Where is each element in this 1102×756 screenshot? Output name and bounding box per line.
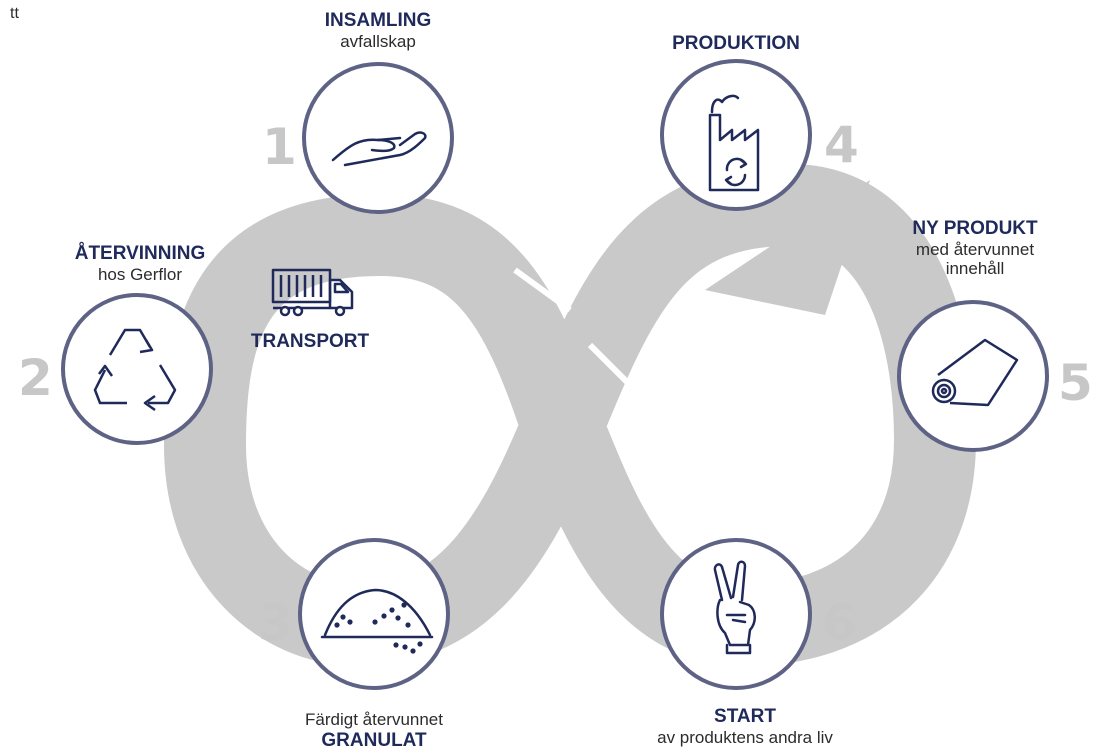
step-label-atervinning: ÅTERVINNING hos Gerflor xyxy=(40,243,240,284)
step-title: START xyxy=(714,706,776,727)
flooring-roll-icon xyxy=(931,338,1019,407)
loop-arrow-head xyxy=(705,180,870,315)
step-circle-2 xyxy=(61,293,213,445)
step-label-insamling: INSAMLING avfallskap xyxy=(293,10,463,51)
step-title: INSAMLING xyxy=(324,10,432,31)
step-number-5: 5 xyxy=(1058,354,1093,412)
step-title: NY PRODUKT xyxy=(912,218,1038,239)
granulate-pile-icon xyxy=(320,588,434,654)
truck-icon xyxy=(271,268,354,317)
step-subtitle: av produktens andra liv xyxy=(657,727,833,747)
step-number-4: 4 xyxy=(824,116,859,174)
corner-text: tt xyxy=(10,5,19,22)
step-subtitle: hos Gerflor xyxy=(97,264,183,284)
step-label-granulat: Färdigt återvunnet GRANULAT xyxy=(254,710,494,751)
step-title: GRANULAT xyxy=(321,729,427,751)
step-circle-6 xyxy=(660,538,812,690)
step-number-3: 3 xyxy=(258,594,293,652)
step-circle-1 xyxy=(302,62,454,214)
step-circle-5 xyxy=(897,300,1049,452)
step-number-6: 6 xyxy=(822,594,857,652)
transport-title: TRANSPORT xyxy=(250,331,370,352)
step-circle-3 xyxy=(298,538,450,690)
step-title: ÅTERVINNING xyxy=(74,243,206,264)
step-label-produktion: PRODUKTION xyxy=(636,33,836,55)
factory-icon xyxy=(708,94,760,192)
step-number-1: 1 xyxy=(262,118,297,176)
step-subtitle: avfallskap xyxy=(340,31,416,51)
step-circle-4 xyxy=(660,59,812,211)
victory-hand-icon xyxy=(713,560,756,655)
step-label-start: START av produktens andra liv xyxy=(645,706,845,747)
infinity-loop xyxy=(164,164,976,666)
step-subtitle: Färdigt återvunnet xyxy=(305,710,443,729)
step-subtitle: med återvunnet innehåll xyxy=(915,239,1035,279)
step-label-ny-produkt: NY PRODUKT med återvunnet innehåll xyxy=(875,218,1075,279)
recycle-icon xyxy=(93,328,177,412)
hand-icon xyxy=(331,131,427,167)
step-number-2: 2 xyxy=(18,349,53,407)
step-title: PRODUKTION xyxy=(672,33,800,54)
transport-label: TRANSPORT xyxy=(230,331,390,353)
